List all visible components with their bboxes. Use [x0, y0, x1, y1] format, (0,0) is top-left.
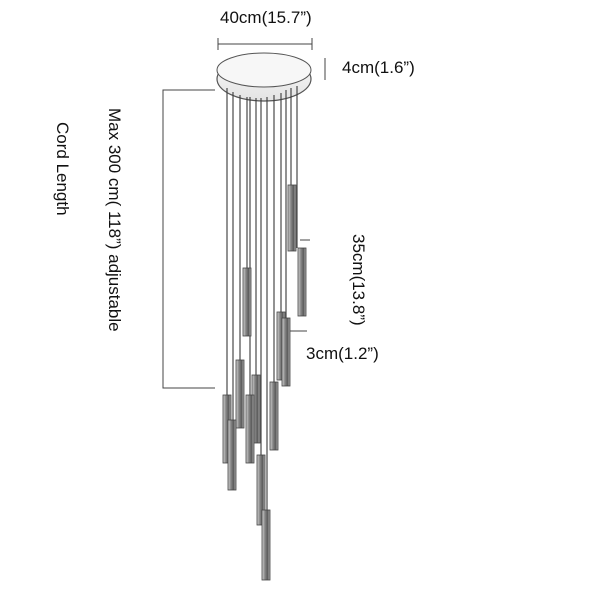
cord-length-value-label: Max 300 cm( 118”) adjustable — [105, 108, 124, 332]
pendant-tube — [256, 454, 266, 526]
pendant-tube — [242, 267, 252, 337]
cord-length-bracket — [162, 89, 215, 389]
canopy-height-label: 4cm(1.6”) — [342, 58, 415, 77]
pendant-tube — [297, 247, 307, 317]
pendant-length-label: 35cm(13.8”) — [349, 234, 368, 326]
pendant-tube — [269, 381, 279, 451]
canopy-width-label: 40cm(15.7”) — [220, 8, 312, 27]
canopy — [216, 52, 312, 102]
pendant-tubes — [222, 184, 307, 581]
pendant-tube — [287, 184, 297, 252]
width-dimension — [217, 38, 313, 50]
pendant-tube — [227, 419, 237, 491]
pendant-tube — [235, 359, 245, 429]
pendant-diameter-label: 3cm(1.2”) — [306, 344, 379, 363]
cords — [226, 86, 298, 510]
pendant-tube — [281, 317, 291, 387]
pendant-tube — [261, 509, 271, 581]
pendant-tube — [245, 394, 255, 464]
cord-length-title-label: Cord Length — [53, 122, 72, 216]
